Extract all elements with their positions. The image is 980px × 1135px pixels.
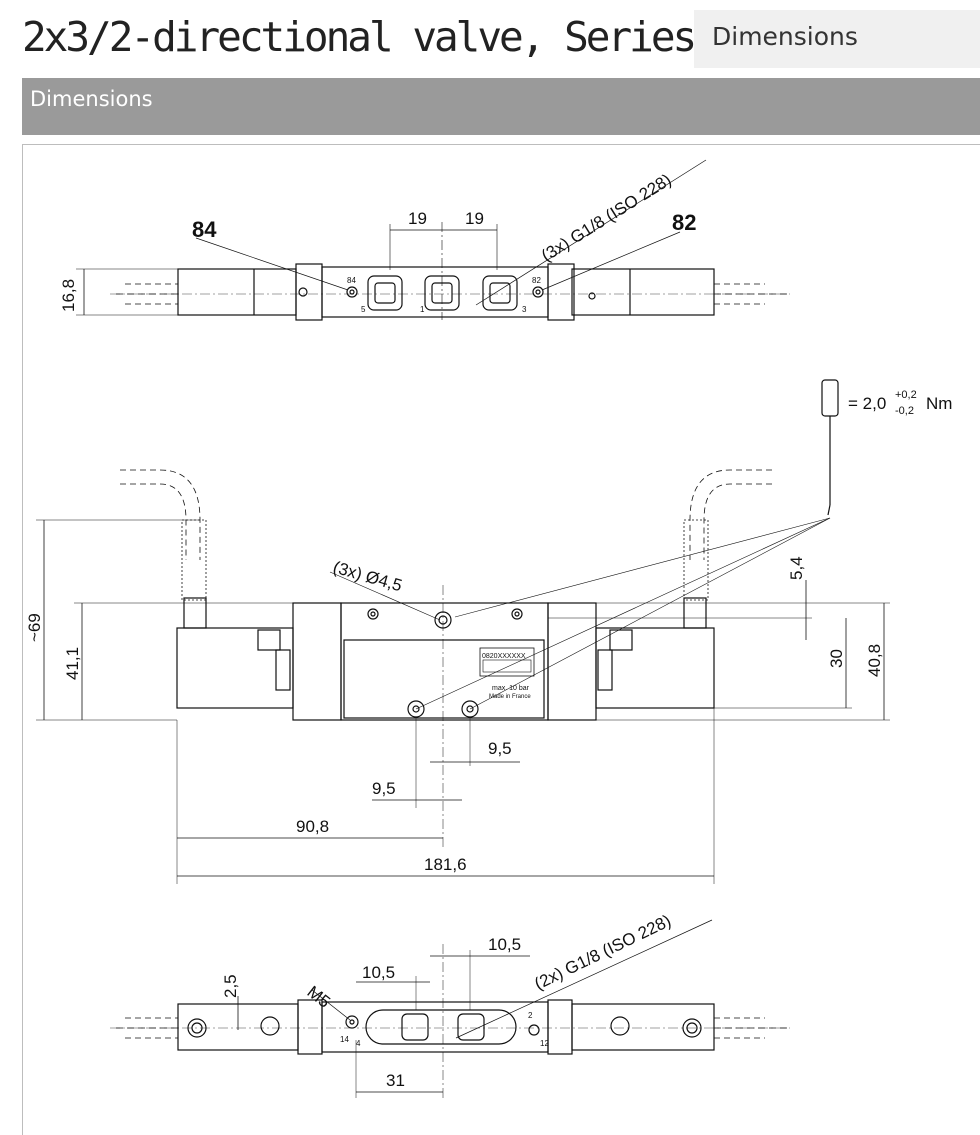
bottom-thread-note: (2x) G1/8 (ISO 228) [531,911,674,994]
label-origin: Made in France [489,694,531,700]
top-view [76,159,790,321]
bottom-port-label-14: 14 [340,1035,349,1044]
top-port-label-3: 3 [522,305,527,314]
page-title: 2x3/2-directional valve, Series TC08 [22,13,806,61]
front-dim-181-6: 181,6 [424,855,467,874]
front-dim-90-8: 90,8 [296,817,329,836]
top-port-84-callout: 84 [192,217,217,242]
top-thread-note: (3x) G1/8 (ISO 228) [538,170,675,265]
bottom-view [110,919,790,1098]
top-dim-19-right: 19 [465,209,484,228]
top-dim-height: 16,8 [59,279,78,312]
torque-value: = 2,0 [848,394,886,413]
front-dim-69: ~69 [25,613,44,642]
section-header: Dimensions [22,78,980,135]
torque-lower-tolerance: -0,2 [895,405,914,417]
bottom-port-label-4: 4 [356,1039,361,1048]
bottom-port-label-2: 2 [528,1011,533,1020]
torque-unit: Nm [926,394,952,413]
front-view [36,379,890,884]
front-hole-note: (3x) Ø4,5 [331,558,404,596]
bottom-dim-10-5-left: 10,5 [362,963,395,982]
front-dim-9-5-left: 9,5 [372,779,396,798]
bottom-port-label-12: 12 [540,1039,549,1048]
title-tag: Dimensions [694,10,980,68]
top-port-label-82: 82 [532,276,541,285]
top-port-label-5: 5 [361,305,366,314]
bottom-dim-31: 31 [386,1071,405,1090]
front-dim-9-5-right: 9,5 [488,739,512,758]
top-port-label-84: 84 [347,276,356,285]
bottom-thread-m5: M5 [304,982,334,1012]
label-code: 0820XXXXXX [482,653,526,660]
section-title: Dimensions [30,87,153,111]
front-dim-41-1: 41,1 [63,647,82,680]
front-dim-5-4: 5,4 [787,556,806,580]
bottom-dim-2-5: 2,5 [221,974,240,998]
title-tag-label: Dimensions [712,22,858,51]
bottom-dim-10-5-right: 10,5 [488,935,521,954]
label-pressure: max. 10 bar [492,685,530,692]
top-port-label-1: 1 [420,305,425,314]
front-dim-40-8: 40,8 [865,644,884,677]
top-dim-19-left: 19 [408,209,427,228]
torque-upper-tolerance: +0,2 [895,389,917,401]
drawing-frame [22,144,980,1135]
page-header: 2x3/2-directional valve, Series TC08 Dim… [0,0,980,70]
front-dim-30: 30 [827,649,846,668]
top-port-82-callout: 82 [672,210,696,235]
